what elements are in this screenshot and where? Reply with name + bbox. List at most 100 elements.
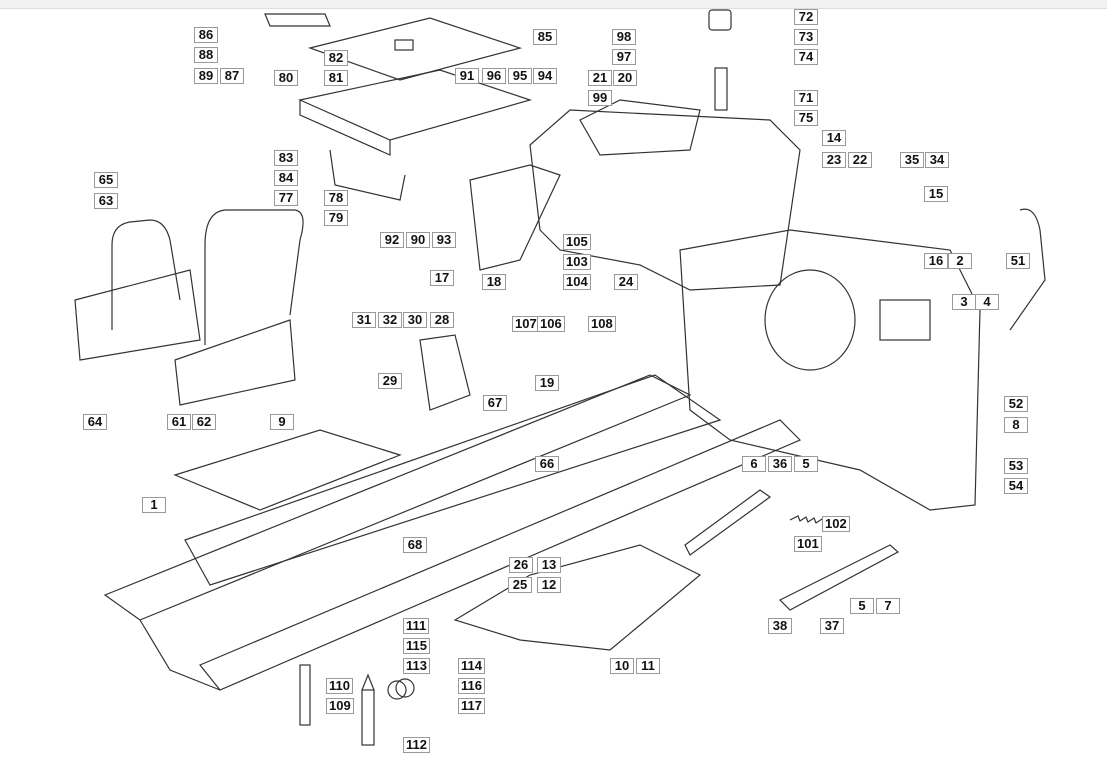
main-frame-1 [103,374,802,691]
callout-97: 97 [612,49,636,65]
callout-72: 72 [794,9,818,25]
lever-51 [1009,208,1046,331]
callout-71: 71 [794,90,818,106]
dashboard-cowl-14 [529,99,801,291]
callout-38: 38 [768,618,792,634]
callout-96: 96 [482,68,506,84]
shaft-109 [299,664,311,726]
callout-110: 110 [326,678,353,694]
callout-105: 105 [563,234,591,250]
callout-98: 98 [612,29,636,45]
knob-72 [708,9,732,111]
callout-68: 68 [403,537,427,553]
callout-85: 85 [533,29,557,45]
bracket-77 [329,149,406,201]
callout-117: 117 [458,698,485,714]
callout-104: 104 [563,274,591,290]
callout-17: 17 [430,270,454,286]
callout-75: 75 [794,110,818,126]
callout-99: 99 [588,90,612,106]
callout-5-lower: 5 [850,598,874,614]
callout-78: 78 [324,190,348,206]
callout-102: 102 [822,516,850,532]
callout-92: 92 [380,232,404,248]
callout-109: 109 [326,698,354,714]
callout-6: 6 [742,456,766,472]
callout-30: 30 [403,312,427,328]
callout-52: 52 [1004,396,1028,412]
callout-74: 74 [794,49,818,65]
callout-20: 20 [613,70,637,86]
callout-54: 54 [1004,478,1028,494]
callout-10: 10 [610,658,634,674]
callout-87: 87 [220,68,244,84]
column-support-17 [469,164,561,271]
foot-plate-9 [173,429,402,511]
callout-3: 3 [952,294,976,310]
callout-31: 31 [352,312,376,328]
callout-77: 77 [274,190,298,206]
callout-81: 81 [324,70,348,86]
callout-107: 107 [512,316,540,332]
callout-15: 15 [924,186,948,202]
callout-23: 23 [822,152,846,168]
callout-21: 21 [588,70,612,86]
callout-113: 113 [403,658,430,674]
callout-9: 9 [270,414,294,430]
spring-113 [387,678,415,700]
callout-90: 90 [406,232,430,248]
callout-66: 66 [535,456,559,472]
callout-53: 53 [1004,458,1028,474]
callout-84: 84 [274,170,298,186]
callout-114: 114 [458,658,485,674]
callout-24: 24 [614,274,638,290]
callout-13: 13 [537,557,561,573]
callout-83: 83 [274,150,298,166]
pin-112 [361,673,375,746]
callout-14: 14 [822,130,846,146]
callout-18: 18 [482,274,506,290]
callout-73: 73 [794,29,818,45]
callout-101: 101 [794,536,822,552]
callout-37: 37 [820,618,844,634]
callout-115: 115 [403,638,430,654]
callout-79: 79 [324,210,348,226]
callout-94: 94 [533,68,557,84]
callout-116: 116 [458,678,485,694]
roll-bar-frame [74,209,304,406]
callout-95: 95 [508,68,532,84]
seat-plate-85 [307,17,523,81]
strap-5 [684,489,900,611]
callout-29: 29 [378,373,402,389]
callout-61: 61 [167,414,191,430]
callout-103: 103 [563,254,591,270]
bracket-28 [419,334,471,411]
callout-82: 82 [324,50,348,66]
callout-28: 28 [430,312,454,328]
viewer-top-bar [0,0,1107,9]
callout-91: 91 [455,68,479,84]
callout-8: 8 [1004,417,1028,433]
callout-19: 19 [535,375,559,391]
callout-12: 12 [537,577,561,593]
callout-34: 34 [925,152,949,168]
callout-16: 16 [924,253,948,269]
seat-rail-80 [298,69,533,156]
callout-1: 1 [142,497,166,513]
callout-108: 108 [588,316,616,332]
callout-32: 32 [378,312,402,328]
rear-panel-2 [679,229,981,511]
callout-7: 7 [876,598,900,614]
callout-26: 26 [509,557,533,573]
callout-2: 2 [948,253,972,269]
callout-25: 25 [508,577,532,593]
callout-22: 22 [848,152,872,168]
callout-88: 88 [194,47,218,63]
callout-89: 89 [194,68,218,84]
callout-51: 51 [1006,253,1030,269]
callout-93: 93 [432,232,456,248]
callout-67: 67 [483,395,507,411]
callout-36: 36 [768,456,792,472]
callout-4: 4 [975,294,999,310]
